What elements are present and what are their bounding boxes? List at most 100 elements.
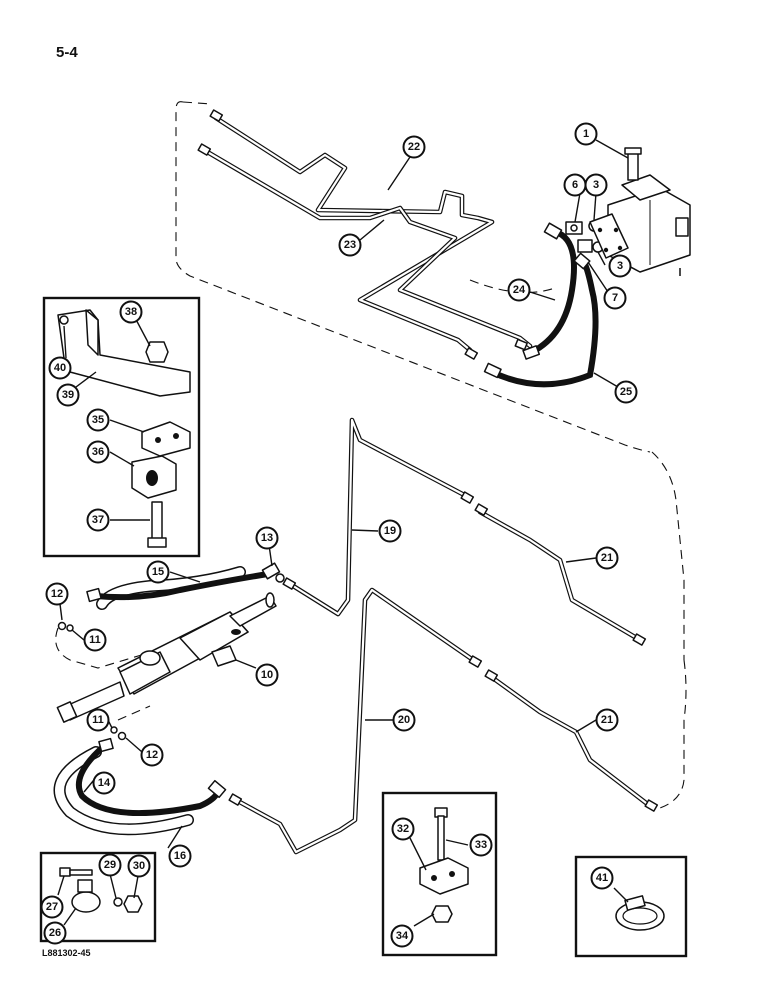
- page-number: 5-4: [56, 44, 78, 61]
- tube-23-end-nut: [197, 143, 212, 156]
- steering-valve-1: [589, 147, 691, 276]
- svg-text:37: 37: [92, 514, 104, 526]
- svg-text:22: 22: [408, 141, 420, 153]
- nut-30: [123, 895, 143, 913]
- callout-41: 41: [590, 866, 614, 890]
- callout-11-upper: 11: [83, 628, 107, 652]
- callout-21-lower: 21: [595, 708, 619, 732]
- hose-14-end-right: [207, 779, 227, 799]
- tube-19-cyl-nut: [282, 577, 297, 590]
- inset-bracket-assembly: [42, 296, 201, 558]
- inset-hose-clamp: [574, 855, 688, 958]
- callout-11-lower: 11: [86, 708, 110, 732]
- callout-13: 13: [255, 526, 279, 550]
- hose-13-end-left: [86, 587, 102, 603]
- bolt-33: [434, 807, 448, 861]
- inset-clamp-assembly: [381, 791, 498, 957]
- svg-text:33: 33: [475, 839, 487, 851]
- hose-24: [529, 229, 577, 355]
- o-ring-11-upper: [66, 624, 74, 632]
- bracket-39: [57, 309, 191, 397]
- tube-23-fitting-nut: [514, 338, 528, 351]
- callout-39: 39: [56, 383, 80, 407]
- hose-13: [93, 571, 271, 601]
- fitting-12-lower: [117, 731, 127, 741]
- svg-text:41: 41: [596, 872, 608, 884]
- clamp-block-35: [141, 421, 191, 457]
- callout-10: 10: [255, 663, 279, 687]
- svg-text:21: 21: [601, 714, 613, 726]
- callout-35: 35: [86, 408, 110, 432]
- tube-22-fitting-nut: [464, 347, 479, 360]
- hose-13-end-right: [261, 562, 281, 580]
- callout-21-upper: 21: [595, 546, 619, 570]
- svg-text:23: 23: [344, 239, 356, 251]
- tube-19: [287, 417, 473, 617]
- bolt-27: [59, 867, 93, 877]
- callout-27: 27: [40, 895, 64, 919]
- callout-23: 23: [338, 233, 362, 257]
- hose-25-elbow: [573, 252, 591, 270]
- clip-26: [71, 879, 101, 913]
- svg-text:39: 39: [62, 389, 74, 401]
- callout-6: 6: [563, 173, 587, 197]
- svg-text:12: 12: [51, 588, 63, 600]
- svg-text:35: 35: [92, 414, 104, 426]
- svg-text:25: 25: [620, 386, 632, 398]
- callout-38: 38: [119, 300, 143, 324]
- group-outline-cylinder-lower: [117, 705, 151, 721]
- callout-29: 29: [98, 853, 122, 877]
- group-outline-right: [651, 451, 685, 660]
- callout-34: 34: [390, 924, 414, 948]
- callout-37: 37: [86, 508, 110, 532]
- tube-20-cyl-nut: [228, 793, 243, 806]
- svg-text:26: 26: [49, 927, 61, 939]
- group-outline-lower: [659, 659, 687, 809]
- hose-clamp-41: [615, 895, 665, 931]
- callout-26: 26: [43, 921, 67, 945]
- svg-text:36: 36: [92, 446, 104, 458]
- callout-22: 22: [402, 135, 426, 159]
- callout-14: 14: [92, 771, 116, 795]
- svg-text:32: 32: [397, 823, 409, 835]
- tube-20: [233, 587, 479, 855]
- svg-text:19: 19: [384, 525, 396, 537]
- tube-21-lower-nut: [484, 669, 499, 682]
- tube-20-nut: [468, 655, 483, 668]
- fitting-6: [565, 221, 583, 235]
- group-outline-cylinder-upper: [55, 627, 159, 669]
- svg-text:11: 11: [89, 634, 101, 646]
- tube-21-lower-end: [644, 799, 659, 812]
- tube-19-nut: [460, 491, 475, 504]
- svg-text:24: 24: [513, 284, 526, 296]
- callout-24: 24: [507, 278, 531, 302]
- group-outline-upper-top: [182, 101, 213, 105]
- group-outline-upper: [175, 101, 651, 453]
- callout-1: 1: [574, 122, 598, 146]
- steering-cylinder-10: [56, 592, 277, 723]
- tube-22: [213, 115, 495, 353]
- hose-14-end-left: [98, 737, 114, 753]
- svg-text:40: 40: [54, 362, 66, 374]
- svg-text:6: 6: [572, 179, 578, 191]
- hose-14: [75, 743, 221, 817]
- leader-lines: [57, 139, 629, 927]
- clamp-block-32: [419, 857, 469, 895]
- svg-text:21: 21: [601, 552, 613, 564]
- svg-text:1: 1: [583, 128, 589, 140]
- svg-text:3: 3: [617, 260, 623, 272]
- callout-36: 36: [86, 440, 110, 464]
- hose-24-end: [522, 345, 541, 360]
- callout-3-upper: 3: [584, 173, 608, 197]
- svg-text:13: 13: [261, 532, 273, 544]
- nut-38: [145, 341, 169, 363]
- tube-21-lower: [487, 673, 653, 809]
- callout-30: 30: [127, 854, 151, 878]
- o-ring-11-lower: [110, 726, 118, 734]
- svg-text:15: 15: [152, 566, 164, 578]
- tube-23: [201, 147, 533, 349]
- inset-hose-clip: [39, 851, 157, 943]
- bolt-37: [147, 501, 167, 548]
- fitting-12-upper: [57, 621, 67, 631]
- callout-3-lower: 3: [608, 254, 632, 278]
